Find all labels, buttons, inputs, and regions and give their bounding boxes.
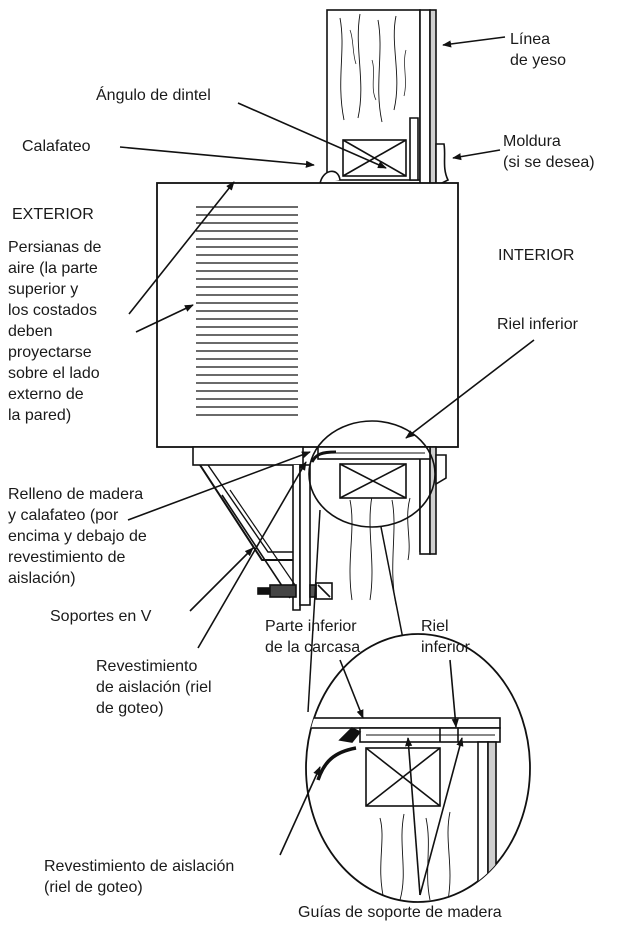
label-calafateo: Calafateo: [22, 138, 91, 155]
label-riel-inferior-top: Riel inferior: [497, 316, 578, 333]
label-guias: Guías de soporte de madera: [298, 904, 502, 921]
label-moldura: Moldura (si se desea): [503, 133, 595, 171]
zoom-circle: [308, 420, 436, 528]
label-revestimiento-bottom: Revestimiento de aislación (riel de gote…: [44, 858, 235, 896]
ac-unit: [156, 182, 459, 448]
label-angulo-dintel: Ángulo de dintel: [96, 87, 211, 104]
label-persianas: Persianas de aire (la parte superior y l…: [8, 239, 102, 424]
label-riel-inferior-detail: Riel inferior: [421, 618, 470, 656]
label-interior: INTERIOR: [498, 247, 575, 264]
label-revestimiento-top: Revestimiento de aislación (riel de gote…: [96, 658, 212, 717]
v-brackets: [192, 446, 431, 611]
wall-upper: [319, 9, 450, 188]
label-linea-yeso: Línea de yeso: [510, 31, 567, 69]
callout-arrows: [119, 36, 535, 896]
wall-lower: [349, 446, 447, 606]
detail-view: [305, 633, 531, 903]
label-relleno: Relleno de madera y calafateo (por encim…: [8, 486, 147, 587]
label-exterior: EXTERIOR: [12, 206, 94, 223]
label-parte-inferior: Parte inferior de la carcasa: [265, 618, 361, 656]
label-soportes-v: Soportes en V: [50, 608, 152, 625]
